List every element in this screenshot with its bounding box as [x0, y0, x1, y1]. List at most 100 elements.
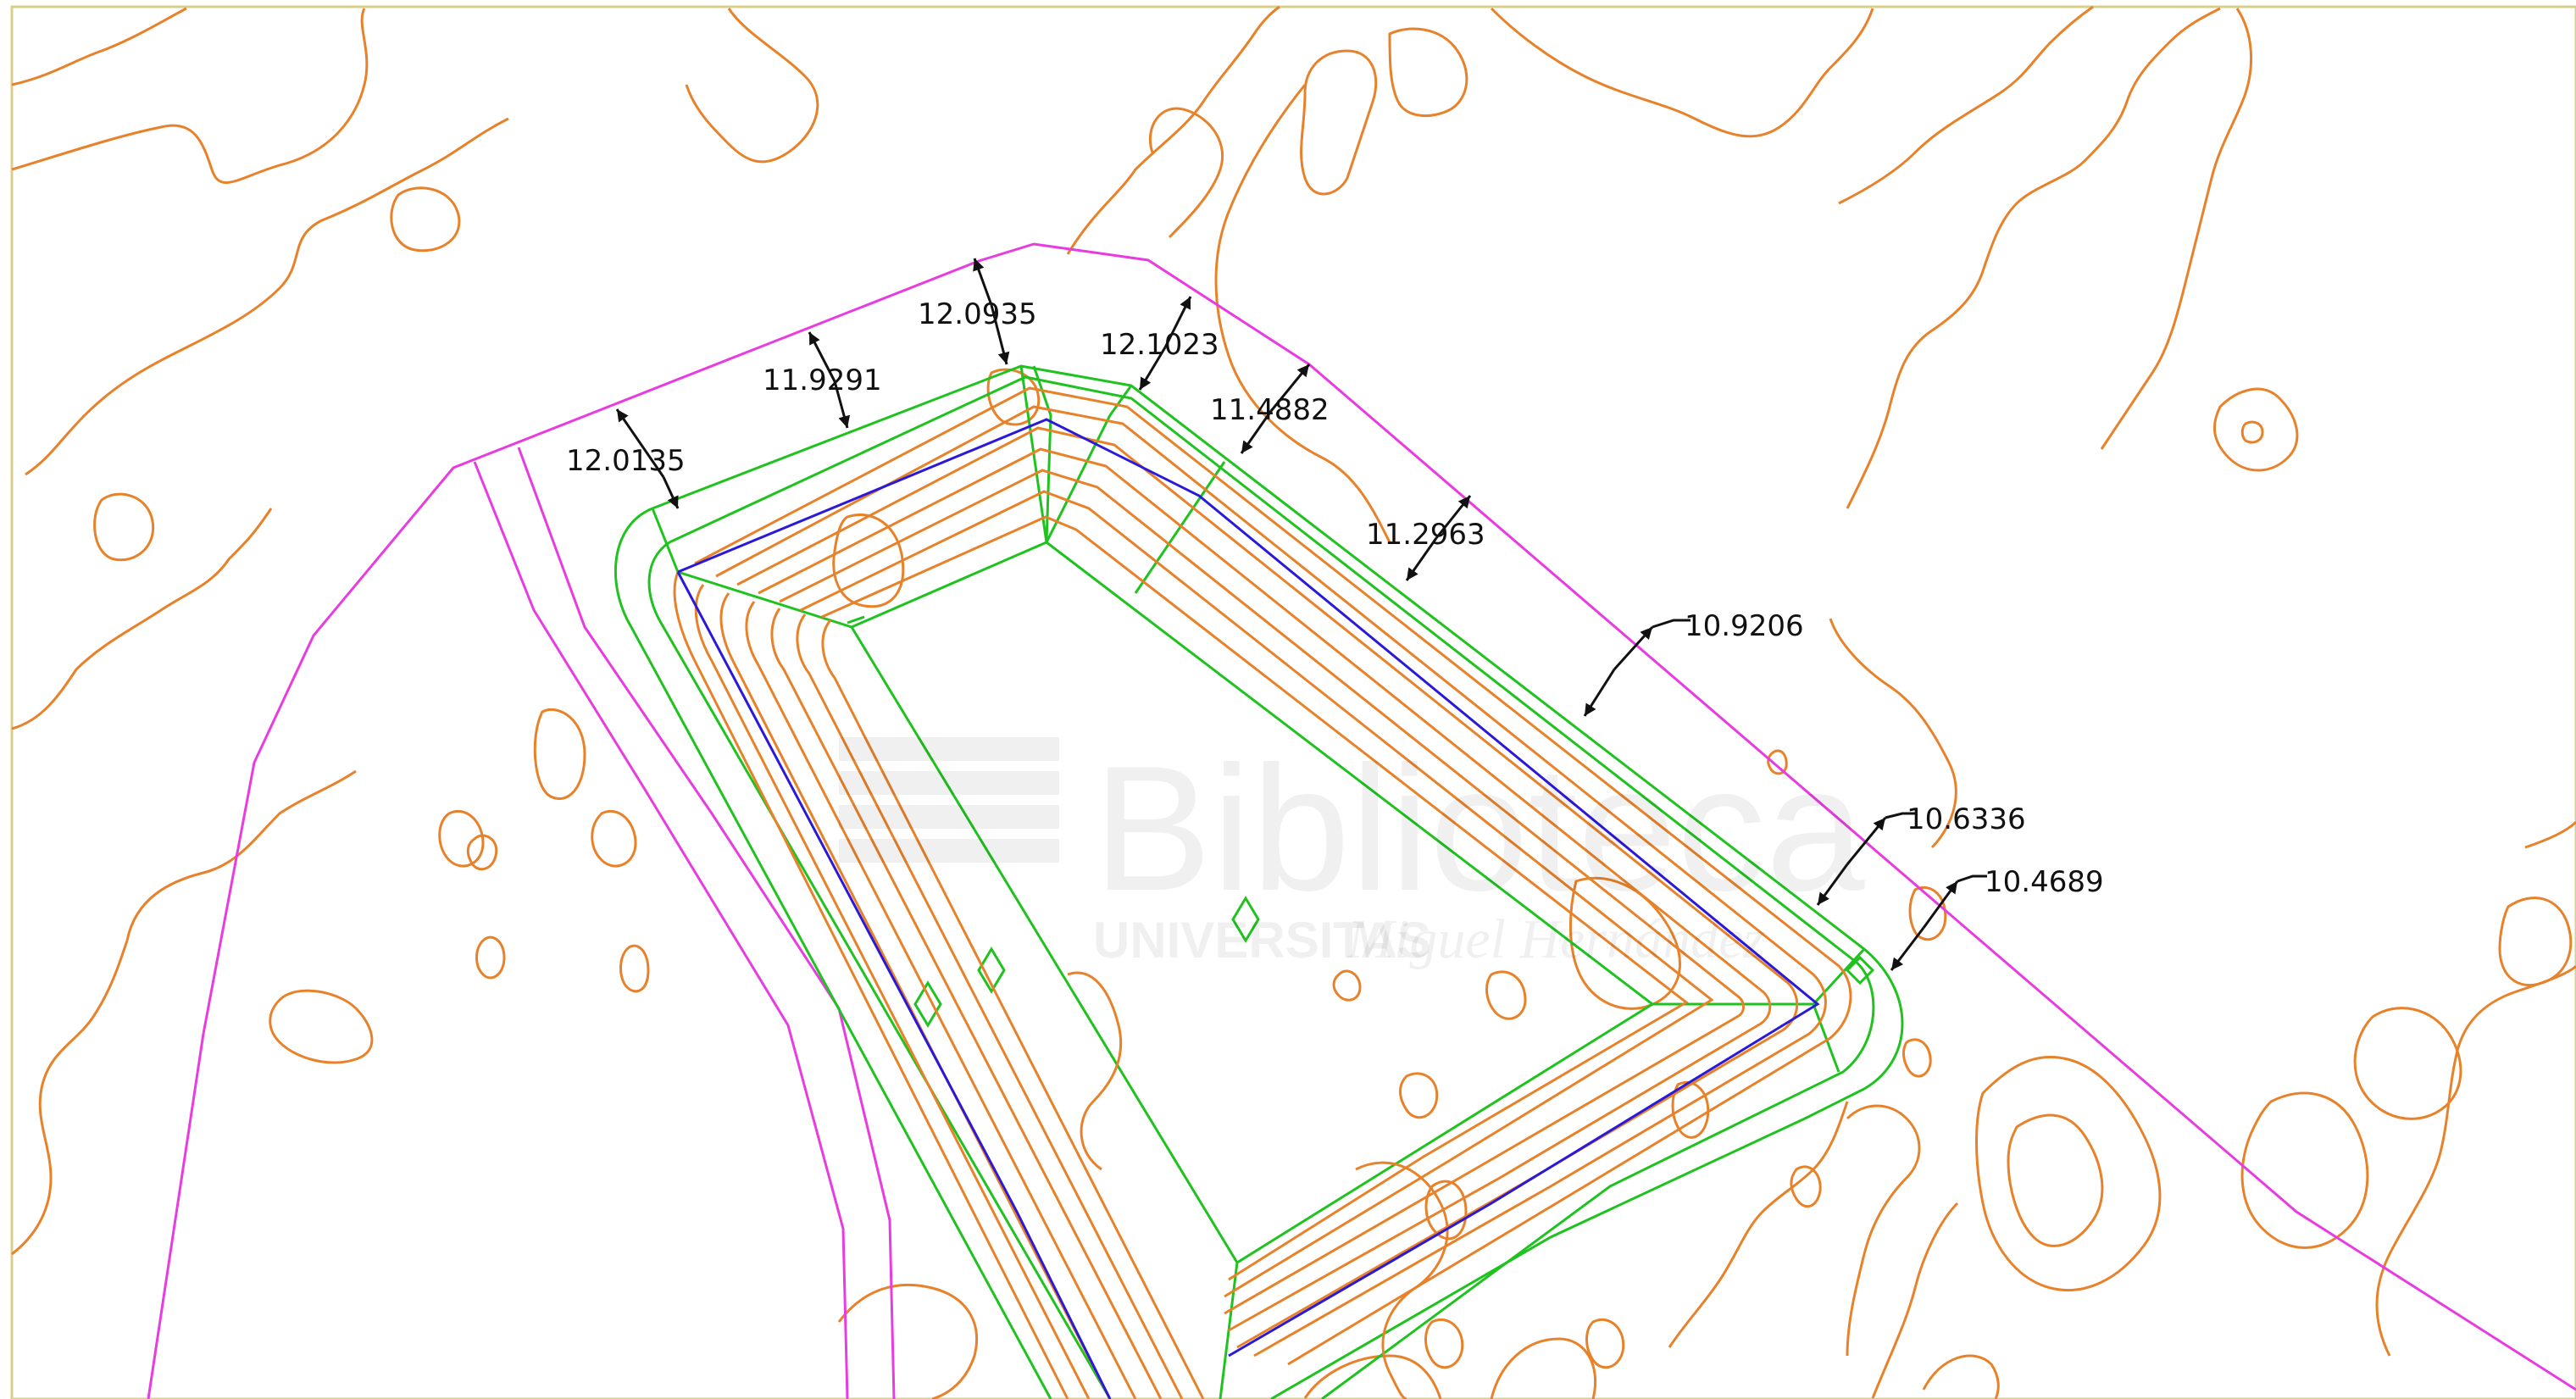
contour-line [125, 769, 357, 941]
contour-line [1148, 107, 1224, 239]
watermark-sub-italic: Miguel Hernández [1346, 908, 1765, 970]
contour-line [1490, 7, 1874, 138]
contour-line [11, 7, 187, 86]
dimension-label: 12.0135 [566, 444, 686, 478]
pit-contour [715, 405, 1827, 1357]
dimension-label: 11.4882 [1210, 393, 1330, 427]
contour-line [11, 508, 273, 730]
contour-island [1424, 1319, 1464, 1369]
dimension-arrow [1405, 537, 1438, 581]
contour-island [1332, 969, 1362, 1002]
dimension-label: 12.1023 [1100, 328, 1219, 362]
contour-island [1671, 1080, 1710, 1139]
pit-contour [758, 447, 1772, 1332]
contour-line [1668, 1101, 1849, 1348]
contour-line [1975, 1055, 2162, 1292]
dimension-lines [615, 258, 1987, 971]
contour-island [1424, 1180, 1468, 1241]
dimension-label: 12.0935 [918, 297, 1037, 331]
contour-island [269, 989, 374, 1064]
contour-line [11, 8, 369, 185]
breakline [1032, 365, 1052, 543]
pit-contour [770, 608, 1163, 1399]
dimension-label: 10.9206 [1685, 609, 1804, 643]
dimension-leader [1885, 812, 1917, 819]
dimension-leader [1652, 619, 1690, 629]
contour-island [986, 368, 1041, 426]
contour-line [2240, 420, 2264, 444]
pit-contour [719, 592, 1112, 1399]
pit-contour [673, 571, 1069, 1399]
contour-line [1067, 971, 1123, 1171]
contour-island [438, 810, 485, 868]
dimension-arrow [1613, 625, 1654, 671]
contour-line [1066, 5, 1280, 255]
contour-island [1585, 1319, 1625, 1369]
dimension-arrow [1163, 296, 1192, 348]
breakline [1045, 385, 1133, 543]
outer-crest-line [652, 364, 1904, 1399]
contour-line [1838, 5, 2094, 205]
dimension-arrow [1816, 863, 1849, 906]
contour-island [466, 834, 498, 871]
survey-marker [1845, 955, 1875, 985]
base-line [677, 418, 1820, 1357]
pit-contour [694, 386, 1852, 1366]
contour-island [475, 935, 506, 980]
contour-line [25, 117, 509, 476]
contour-line [2007, 1113, 2104, 1247]
contour-line [1871, 1202, 1959, 1399]
dimension-arrow [833, 380, 851, 429]
survey-marker [913, 980, 942, 1028]
pit-base [676, 418, 1820, 1399]
contour-line [1846, 1104, 1921, 1357]
contour-line [2100, 8, 2252, 450]
contour-line [1846, 7, 2221, 509]
contour-line [2240, 1091, 2369, 1249]
watermark: Biblioteca UNIVERSITAS Miguel Hernández [839, 729, 1865, 970]
contour-island [591, 810, 637, 868]
dimension-labels: 12.0135 11.9291 12.0935 12.1023 11.4882 … [566, 297, 2104, 899]
pit-contour [745, 601, 1137, 1399]
outer-crest-line [614, 507, 1052, 1399]
contour-island [1767, 749, 1788, 775]
breakline [651, 508, 680, 573]
contour-line [837, 1283, 979, 1399]
dimension-arrow [973, 258, 993, 306]
base-line [676, 571, 1112, 1399]
toe-line [847, 615, 865, 625]
contour-line [1214, 84, 1391, 543]
survey-marker [977, 947, 1006, 994]
survey-marker [1231, 896, 1260, 943]
pit-contour [779, 469, 1745, 1315]
dimension-arrow [1435, 495, 1472, 539]
contour-line [685, 8, 819, 164]
contour-line [2524, 820, 2576, 849]
dimension-arrow [1922, 880, 1959, 929]
terrain-contours [11, 5, 2576, 1399]
contour-line [2498, 897, 2573, 987]
contour-line [1303, 1354, 1442, 1399]
dimension-arrow [615, 408, 665, 478]
contour-island [1902, 1038, 1932, 1078]
breakline [1812, 1003, 1840, 1073]
pit-contour [694, 584, 1091, 1399]
contour-line [1300, 49, 1378, 196]
contour-island [832, 513, 905, 608]
contour-island [533, 708, 586, 800]
contour-island [619, 944, 650, 993]
contour-line [1490, 1337, 1597, 1399]
watermark-logo-bar [839, 839, 1059, 863]
contour-island [390, 186, 461, 253]
contour-line [2212, 387, 2299, 472]
pit-contour [800, 490, 1714, 1298]
dimension-arrow [1269, 364, 1311, 412]
dimension-arrow [1583, 669, 1616, 717]
breakline [1134, 461, 1226, 594]
dimension-label: 11.2963 [1366, 518, 1485, 552]
inner-crest-line [647, 541, 1112, 1399]
contour-island [1485, 970, 1527, 1020]
drawing-frame [10, 5, 2576, 1399]
breakline [1019, 365, 1048, 543]
